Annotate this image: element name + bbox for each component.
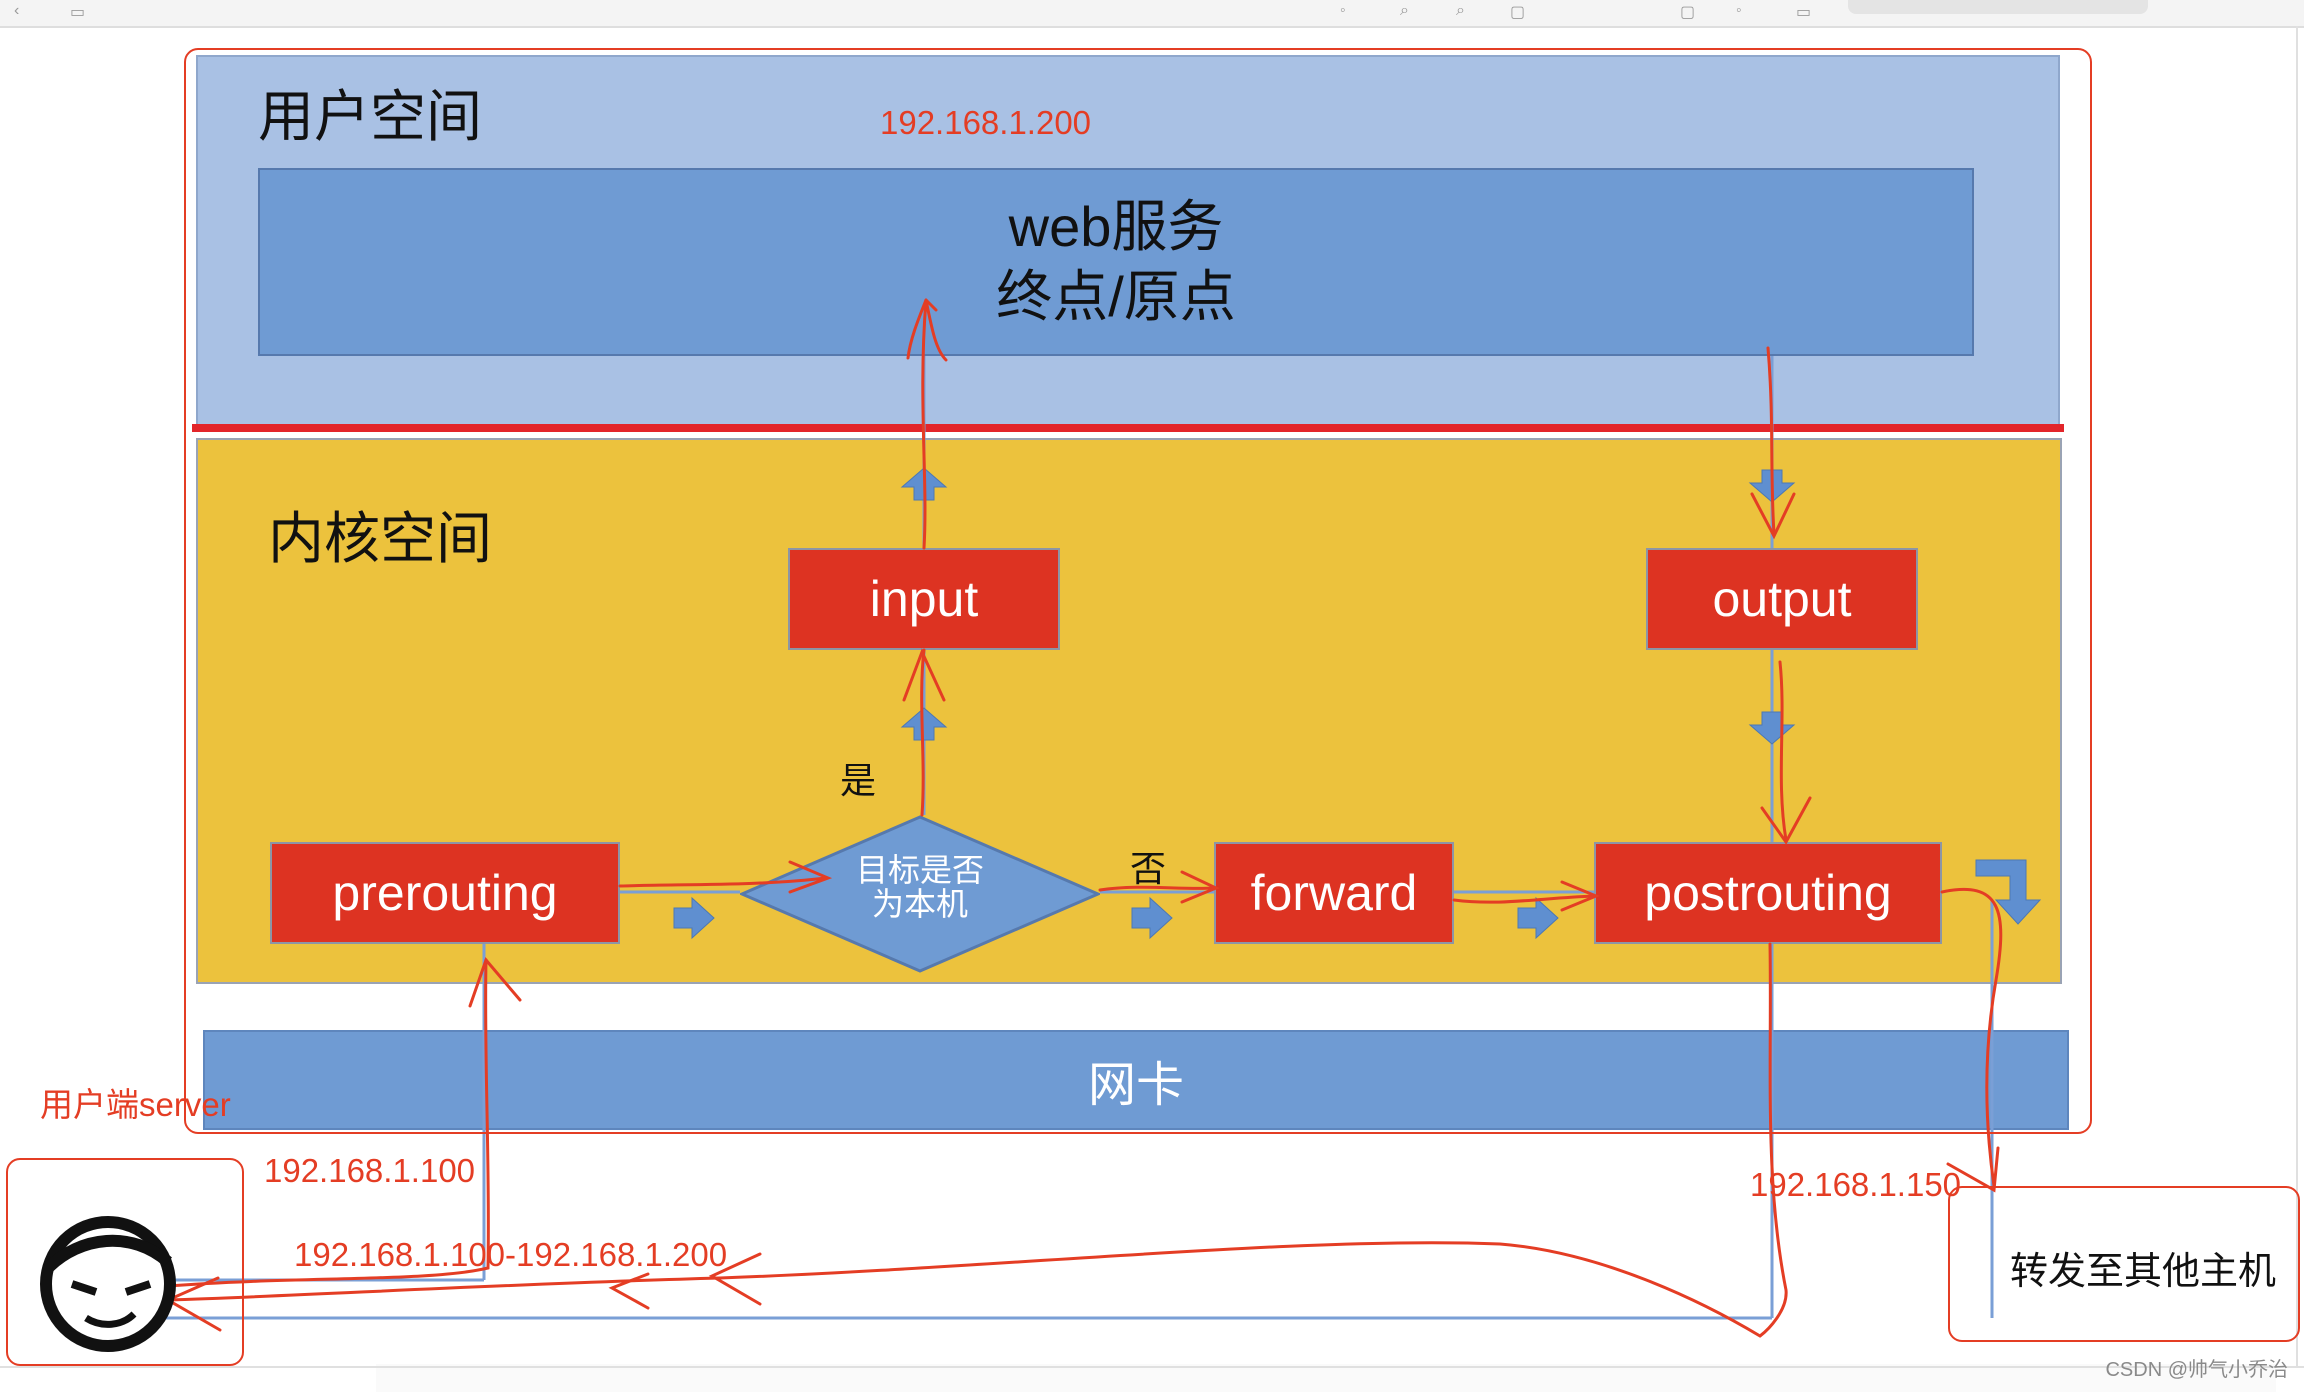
forward-target-label: 转发至其他主机 bbox=[2010, 1251, 2277, 1293]
csdn-watermark: CSDN @帅气小乔治 bbox=[2105, 1359, 2288, 1381]
zoom-in-icon[interactable]: ⌕ bbox=[1456, 2, 1465, 19]
rotate-icon[interactable]: ▢ bbox=[1680, 4, 1696, 21]
annotation-frame-host bbox=[184, 48, 2092, 1134]
decision-line1: 目标是否 bbox=[855, 852, 984, 888]
viewer-bottom-edge bbox=[0, 1366, 2304, 1368]
nic-bar: 网卡 bbox=[203, 1030, 2069, 1130]
annotation-frame-forward-target bbox=[1948, 1186, 2300, 1342]
forward-chain-node: forward bbox=[1214, 842, 1454, 944]
web-service-subtitle: 终点/原点 bbox=[996, 265, 1236, 328]
postrouting-chain-node: postrouting bbox=[1594, 842, 1942, 944]
client-server-label: 用户端server bbox=[40, 1086, 231, 1123]
web-service-title: web服务 bbox=[1008, 195, 1224, 258]
search-field[interactable] bbox=[1848, 0, 2148, 14]
info-icon[interactable]: ◦ bbox=[1340, 2, 1346, 19]
input-chain-node: input bbox=[788, 548, 1060, 650]
ip-200-label: 192.168.1.200 bbox=[880, 104, 1092, 141]
decision-diamond: 目标是否 为本机 bbox=[740, 815, 1100, 973]
ip-150-label: 192.168.1.150 bbox=[1750, 1166, 1962, 1203]
decision-yes-label: 是 bbox=[840, 760, 877, 801]
kernel-space-title: 内核空间 bbox=[268, 507, 492, 570]
share-icon[interactable]: ▢ bbox=[1510, 4, 1526, 21]
markup-icon[interactable]: ◦ bbox=[1736, 2, 1742, 19]
page-fragment bbox=[376, 1364, 2276, 1392]
web-service-box: web服务 终点/原点 bbox=[258, 168, 1974, 356]
window-icon[interactable]: ▭ bbox=[1796, 4, 1812, 21]
output-chain-node: output bbox=[1646, 548, 1918, 650]
prerouting-chain-node: prerouting bbox=[270, 842, 620, 944]
sidebar-icon[interactable]: ▭ bbox=[70, 4, 86, 21]
annotation-frame-client bbox=[6, 1158, 244, 1366]
user-space-title: 用户空间 bbox=[258, 85, 482, 148]
ip-range-label: 192.168.1.100-192.168.1.200 bbox=[294, 1236, 728, 1273]
viewer-edge bbox=[2296, 26, 2298, 1366]
ip-100-label: 192.168.1.100 bbox=[264, 1152, 476, 1189]
decision-line2: 为本机 bbox=[871, 886, 968, 922]
zoom-out-icon[interactable]: ⌕ bbox=[1400, 2, 1409, 19]
nic-label: 网卡 bbox=[1087, 1059, 1184, 1112]
back-icon[interactable]: ‹ bbox=[14, 2, 20, 19]
viewer-toolbar: ‹ ▭ ◦ ⌕ ⌕ ▢ ▢ ◦ ▭ bbox=[0, 0, 2304, 28]
decision-no-label: 否 bbox=[1130, 848, 1167, 889]
